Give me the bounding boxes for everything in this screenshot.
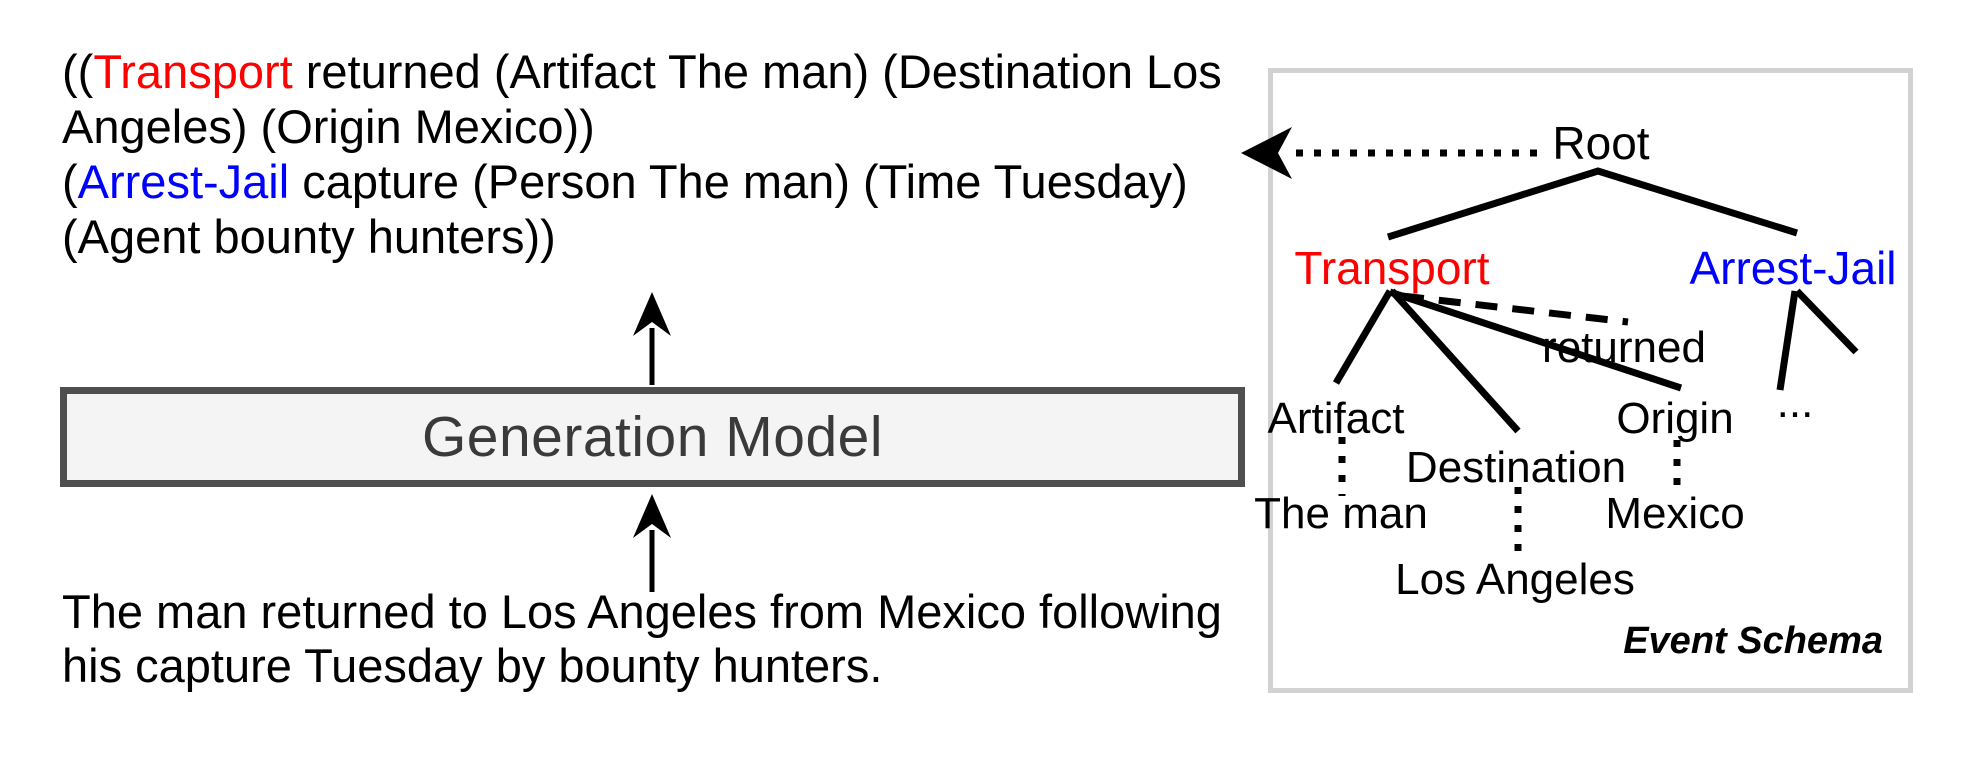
output-line-1: ((Transport returned (Artifact The man) … <box>62 44 1222 99</box>
transport-event-token: Transport <box>93 45 293 98</box>
tree-node-transport: Transport <box>1294 242 1490 294</box>
tree-node-mexico: Mexico <box>1605 489 1745 538</box>
tree-node-trigger-returned: returned <box>1542 323 1706 372</box>
output-line3-rest: capture (Person The man) (Time Tuesday) <box>289 155 1188 208</box>
tree-node-los-angeles: Los Angeles <box>1395 555 1635 604</box>
output-line1-prefix: (( <box>62 45 94 98</box>
arrest-jail-event-token: Arrest-Jail <box>77 155 290 208</box>
output-line4-text: (Agent bounty hunters)) <box>62 210 556 263</box>
output-line2-text: Angeles) (Origin Mexico)) <box>62 100 595 153</box>
input-line-1: The man returned to Los Angeles from Mex… <box>62 585 1222 638</box>
arrow-up-output <box>633 292 671 385</box>
arrow-up-input <box>633 494 671 592</box>
tree-node-artifact: Artifact <box>1267 394 1405 443</box>
tree-node-destination: Destination <box>1405 443 1627 492</box>
event-schema-caption: Event Schema <box>1623 620 1883 662</box>
generation-model-label: Generation Model <box>421 405 884 469</box>
input-line-2: his capture Tuesday by bounty hunters. <box>62 639 883 692</box>
tree-node-arrest-jail: Arrest-Jail <box>1689 242 1897 294</box>
output-sequence-text: ((Transport returned (Artifact The man) … <box>62 44 1222 264</box>
output-line-3: (Arrest-Jail capture (Person The man) (T… <box>62 154 1222 209</box>
tree-node-root: Root <box>1552 117 1650 169</box>
generation-model-box: Generation Model <box>60 387 1245 487</box>
output-line3-prefix: ( <box>62 155 78 208</box>
tree-node-origin: Origin <box>1616 394 1734 443</box>
output-line1-rest: returned (Artifact The man) (Destination… <box>292 45 1222 98</box>
output-line-2: Angeles) (Origin Mexico)) <box>62 99 1222 154</box>
tree-node-the-man: The man <box>1254 489 1428 538</box>
tree-node-ellipsis: ... <box>1776 378 1814 427</box>
output-line-4: (Agent bounty hunters)) <box>62 209 1222 264</box>
input-sentence-text: The man returned to Los Angeles from Mex… <box>62 585 1222 693</box>
